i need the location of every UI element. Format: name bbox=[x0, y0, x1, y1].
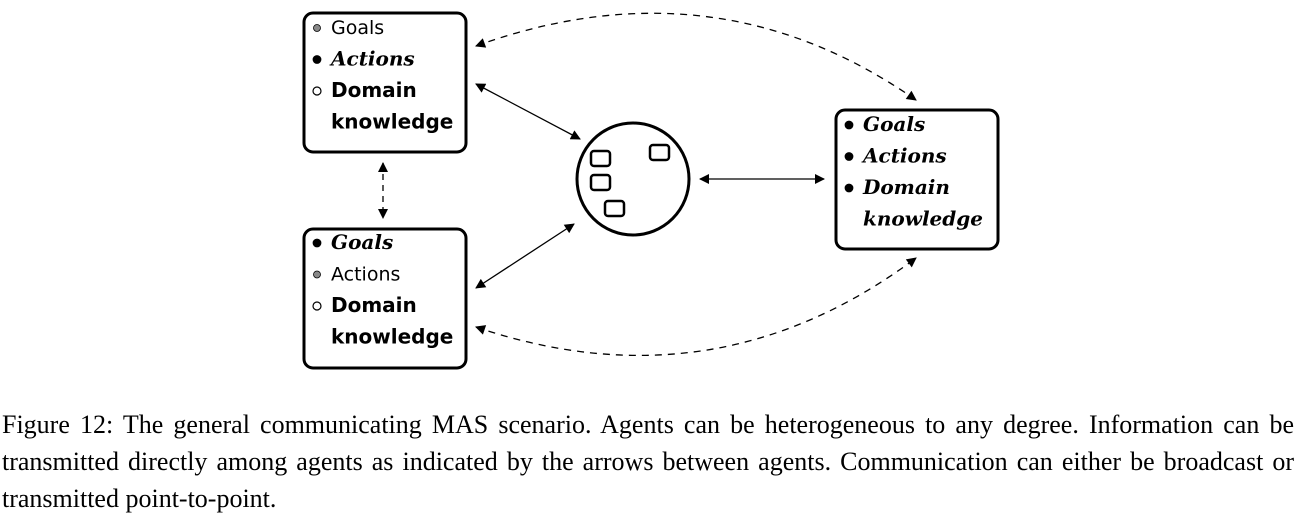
white-bullet-icon bbox=[312, 301, 322, 311]
gray-bullet-icon bbox=[313, 24, 321, 32]
gray-bullet-icon bbox=[313, 270, 321, 279]
agent-item-knowledge: knowledge bbox=[863, 207, 983, 231]
environment-object bbox=[589, 173, 612, 192]
environment bbox=[575, 121, 691, 237]
agent-item-knowledge: knowledge bbox=[331, 110, 453, 134]
agent-item-actions: Actions bbox=[331, 264, 400, 286]
black-bullet-icon bbox=[844, 152, 854, 161]
environment-circle bbox=[575, 121, 691, 237]
arrow-bottom-left-to-right-agent bbox=[475, 257, 917, 357]
figure-caption: Figure 12: The general communicating MAS… bbox=[2, 410, 1294, 513]
agent-item-goals: Goals bbox=[331, 230, 393, 254]
agent-item-actions: Actions bbox=[329, 47, 415, 71]
black-bullet-icon bbox=[844, 120, 854, 130]
white-bullet-icon bbox=[312, 86, 322, 96]
environment-object bbox=[589, 149, 612, 168]
black-bullet-icon bbox=[312, 55, 322, 64]
environment-object bbox=[603, 199, 626, 218]
agent-item-domain: Domain bbox=[331, 293, 417, 317]
agent-box-bottom-left bbox=[302, 227, 468, 370]
agent-item-goals: Goals bbox=[331, 17, 384, 39]
environment-object bbox=[648, 143, 671, 162]
agent-item-domain: Domain bbox=[862, 175, 950, 199]
agent-item-domain: Domain bbox=[331, 78, 417, 102]
arrow-bottom-left-to-environment bbox=[475, 223, 575, 289]
agent-item-actions: Actions bbox=[861, 144, 947, 168]
arrow-top-left-to-environment bbox=[475, 83, 581, 140]
agent-box-right bbox=[834, 108, 1000, 251]
black-bullet-icon bbox=[312, 238, 322, 248]
agent-item-knowledge: knowledge bbox=[331, 325, 453, 349]
agent-item-goals: Goals bbox=[863, 112, 925, 136]
black-bullet-icon bbox=[844, 183, 854, 193]
agent-box-top-left bbox=[302, 11, 468, 154]
arrow-top-left-to-right-agent bbox=[475, 12, 917, 101]
